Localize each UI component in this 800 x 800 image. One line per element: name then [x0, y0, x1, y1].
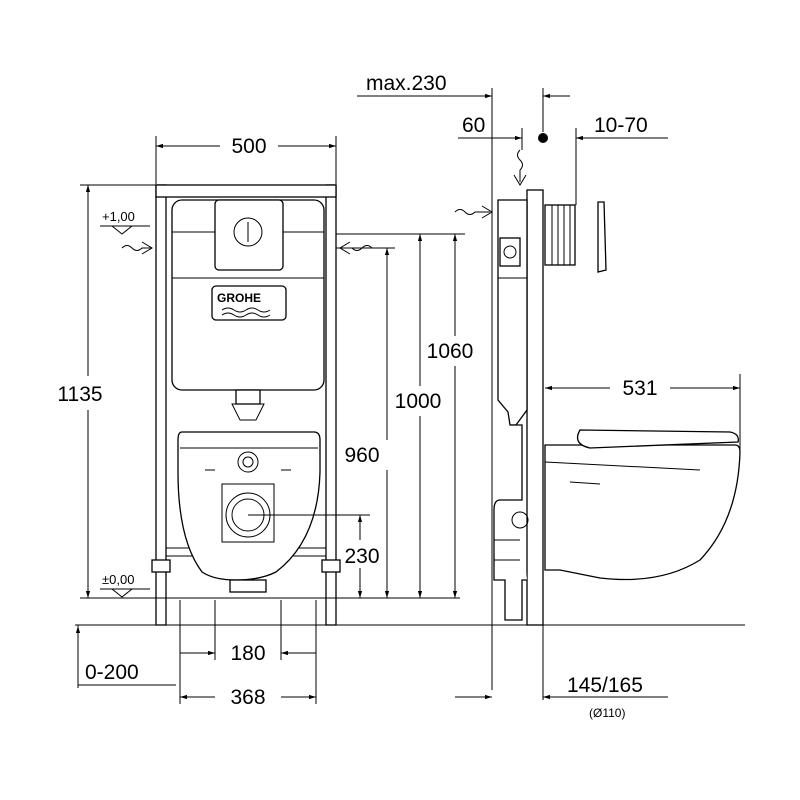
- side-drain-pipe: [493, 424, 527, 621]
- dim-height-960: 960: [344, 444, 379, 467]
- frame-top-bar: [155, 184, 337, 198]
- toilet-bowl-front: [177, 431, 321, 581]
- level-top-label: +1,00: [102, 209, 135, 224]
- dim-overall-height: 1135: [57, 383, 102, 406]
- dim-outlet: 145/165: [567, 674, 643, 697]
- foot-left: [151, 559, 171, 573]
- dim-max-depth: max.230: [366, 72, 447, 95]
- brand-logo-text: GROHE: [217, 291, 261, 305]
- dim-foot-adjust: 0-200: [85, 661, 139, 684]
- foot-right: [321, 559, 341, 573]
- side-toilet-seat: [576, 429, 739, 449]
- dim-foot-width: 368: [230, 686, 265, 709]
- side-flush-plate: [597, 201, 607, 273]
- side-view: max.230 60 10-70 531 145/165 (Ø110): [357, 72, 741, 720]
- level-floor-icon: [110, 588, 134, 598]
- side-water-inlet-top-icon: [517, 149, 523, 182]
- front-view: GROHE +1,00 ±0,00 500: [57, 135, 473, 709]
- side-frame-upright: [526, 189, 544, 626]
- dim-bolt-spacing: 180: [230, 642, 265, 665]
- frame-upright-left: [155, 184, 167, 626]
- dim-frame-width: 500: [231, 135, 266, 158]
- axis-point-icon: [538, 133, 548, 143]
- frame-upright-right: [325, 184, 337, 626]
- water-inlet-left-icon: [121, 245, 152, 251]
- level-floor-label: ±0,00: [102, 572, 134, 587]
- dim-depth-60: 60: [462, 114, 485, 137]
- dim-height-1000: 1000: [395, 390, 442, 413]
- dim-wall-adjust: 10-70: [594, 114, 648, 137]
- side-toilet-bowl: [544, 444, 741, 581]
- dim-pipe-diameter: (Ø110): [589, 706, 625, 720]
- side-water-inlet-left-icon: [454, 209, 490, 215]
- side-cistern: [497, 199, 528, 426]
- dim-height-230: 230: [344, 545, 379, 568]
- flush-plate: [214, 199, 284, 271]
- flush-button-icon: [233, 217, 263, 247]
- dim-height-1060: 1060: [427, 340, 474, 363]
- dim-bowl-projection: 531: [622, 377, 657, 400]
- level-top-icon: [110, 225, 134, 235]
